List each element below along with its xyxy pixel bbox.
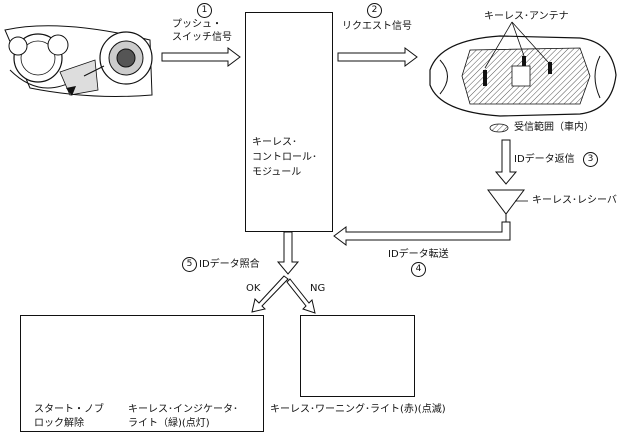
receiver-symbol [487,189,528,222]
arrow-request-signal [337,47,418,67]
arrow-id-transfer [333,221,511,246]
arrow-id-check [276,231,300,275]
start-knob-unlock-line1: スタート・ノブ [34,404,104,415]
step3-number: 3 [583,152,598,167]
arrow-id-reply [494,139,518,185]
ok-result-box [20,315,264,432]
step4-number: 4 [411,262,426,277]
step2-label: リクエスト信号 [342,21,412,32]
ok-branch-label: OK [246,283,261,294]
step2-number: 2 [367,3,382,18]
car-illustration [429,21,617,133]
step5-number: 5 [182,257,197,272]
module-label-line2: コントロール･ [252,152,317,163]
arrow-push-signal [161,47,241,67]
ng-branch-label: NG [310,283,326,294]
receiver-label: キーレス･レシーバ [532,195,617,206]
step1-number: 1 [197,3,212,18]
dashboard-illustration [4,25,153,97]
module-label-line1: キーレス･ [252,137,297,148]
indicator-light-line2: ライト（緑)(点灯) [128,418,210,429]
module-label-line3: モジュール [252,167,302,178]
branch-arrows [251,275,316,314]
start-knob-unlock-line2: ロック解除 [34,418,84,429]
indicator-light-line1: キーレス･インジケータ･ [128,404,238,415]
antenna-label: キーレス･アンテナ [484,11,569,22]
step4-label: IDデータ転送 [388,249,449,260]
warning-light-label: キーレス･ワーニング･ライト(赤)(点滅) [270,404,446,415]
ng-result-box [300,315,415,397]
step1-label-line1: プッシュ・ [172,19,222,30]
step1-label-line2: スイッチ信号 [172,32,232,43]
step5-label: IDデータ照合 [199,259,260,270]
keyless-control-module: キーレス･ コントロール･ モジュール [245,12,333,232]
reception-range-label: 受信範囲（車内） [514,122,594,133]
step3-label: IDデータ返信 [514,154,575,165]
